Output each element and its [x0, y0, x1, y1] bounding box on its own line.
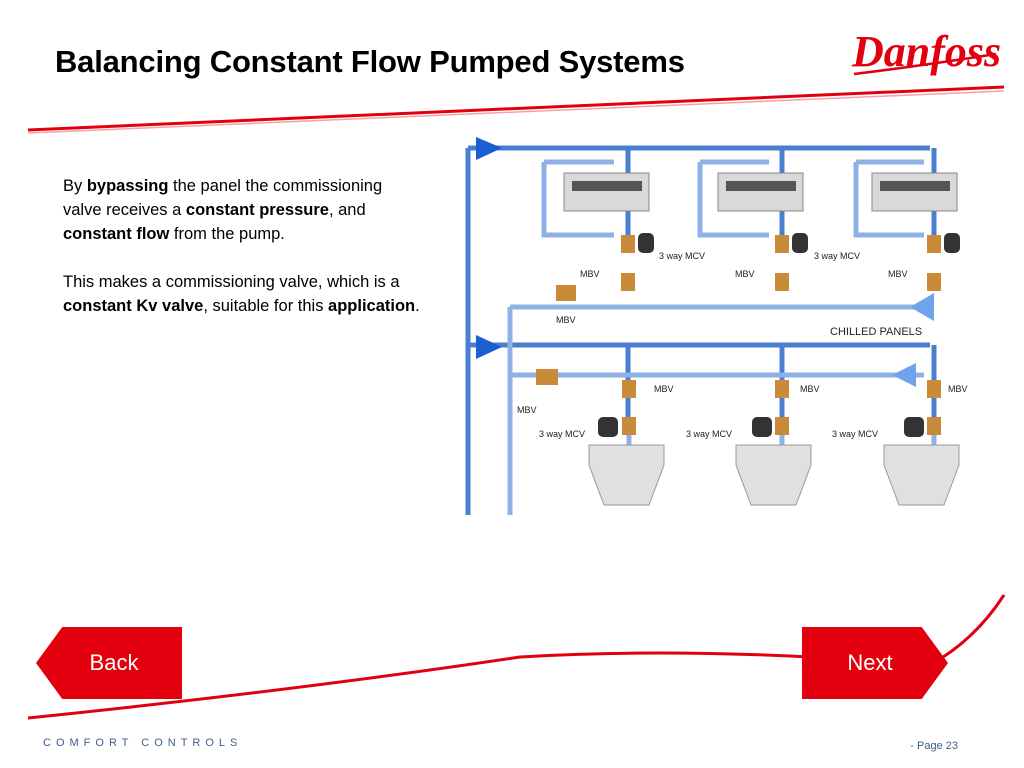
back-button[interactable]: Back — [36, 627, 182, 699]
svg-text:MBV: MBV — [580, 269, 600, 279]
body-text: By bypassing the panel the commissioning… — [63, 174, 438, 342]
bold-text: application — [328, 297, 416, 315]
svg-text:MBV: MBV — [948, 384, 968, 394]
paragraph-2: This makes a commissioning valve, which … — [63, 270, 438, 318]
bold-text: constant pressure — [185, 201, 329, 219]
text-run: , and — [328, 201, 366, 219]
text-run: the panel the commissioning — [168, 177, 383, 195]
danfoss-logo: Danfoss — [851, 27, 1001, 76]
bold-text: constant Kv valve — [63, 297, 204, 315]
bold-text: constant flow — [63, 225, 170, 243]
text-run: from the pump. — [169, 225, 285, 243]
cassette-unit-icon — [871, 172, 958, 212]
cassette-unit-icon — [563, 172, 650, 212]
bold-text: bypassing — [86, 177, 169, 195]
svg-text:MBV: MBV — [735, 269, 755, 279]
svg-text:3 way MCV: 3 way MCV — [686, 429, 732, 439]
svg-text:MBV: MBV — [888, 269, 908, 279]
text-run: , suitable for this — [203, 297, 329, 315]
next-button[interactable]: Next — [802, 627, 948, 699]
page-number: - Page 23 — [910, 740, 958, 752]
svg-text:3 way MCV: 3 way MCV — [659, 251, 705, 261]
svg-text:MBV: MBV — [517, 405, 537, 415]
text-run: This makes a commissioning valve, which … — [63, 273, 400, 291]
text-run: By — [63, 177, 87, 195]
svg-text:MBV: MBV — [800, 384, 820, 394]
return-pipes — [507, 159, 937, 515]
svg-text:CHILLED PANELS: CHILLED PANELS — [830, 326, 922, 338]
flow-arrow-icon — [892, 363, 916, 387]
svg-text:3 way MCV: 3 way MCV — [832, 429, 878, 439]
page-title: Balancing Constant Flow Pumped Systems — [55, 44, 685, 79]
text-run: valve receives a — [63, 201, 186, 219]
chilled-beam-icon — [588, 444, 960, 506]
footer-brand: COMFORT CONTROLS — [43, 737, 243, 749]
logo-text: Danfoss — [851, 27, 1001, 76]
chilled-panels-schematic: 3 way MCV 3 way MCV MBV MBV MBV MBV CHIL… — [465, 137, 968, 515]
valve-icons — [536, 235, 941, 435]
svg-text:MBV: MBV — [556, 315, 576, 325]
flow-arrow-icon — [476, 335, 502, 359]
paragraph-1: By bypassing the panel the commissioning… — [63, 174, 438, 246]
text-run: . — [415, 297, 420, 315]
svg-text:3 way MCV: 3 way MCV — [814, 251, 860, 261]
cassette-unit-icon — [717, 172, 804, 212]
svg-text:MBV: MBV — [654, 384, 674, 394]
flow-arrow-icon — [476, 137, 502, 160]
svg-text:3 way MCV: 3 way MCV — [539, 429, 585, 439]
actuator-icons — [598, 233, 960, 437]
flow-arrow-icon — [910, 293, 934, 321]
